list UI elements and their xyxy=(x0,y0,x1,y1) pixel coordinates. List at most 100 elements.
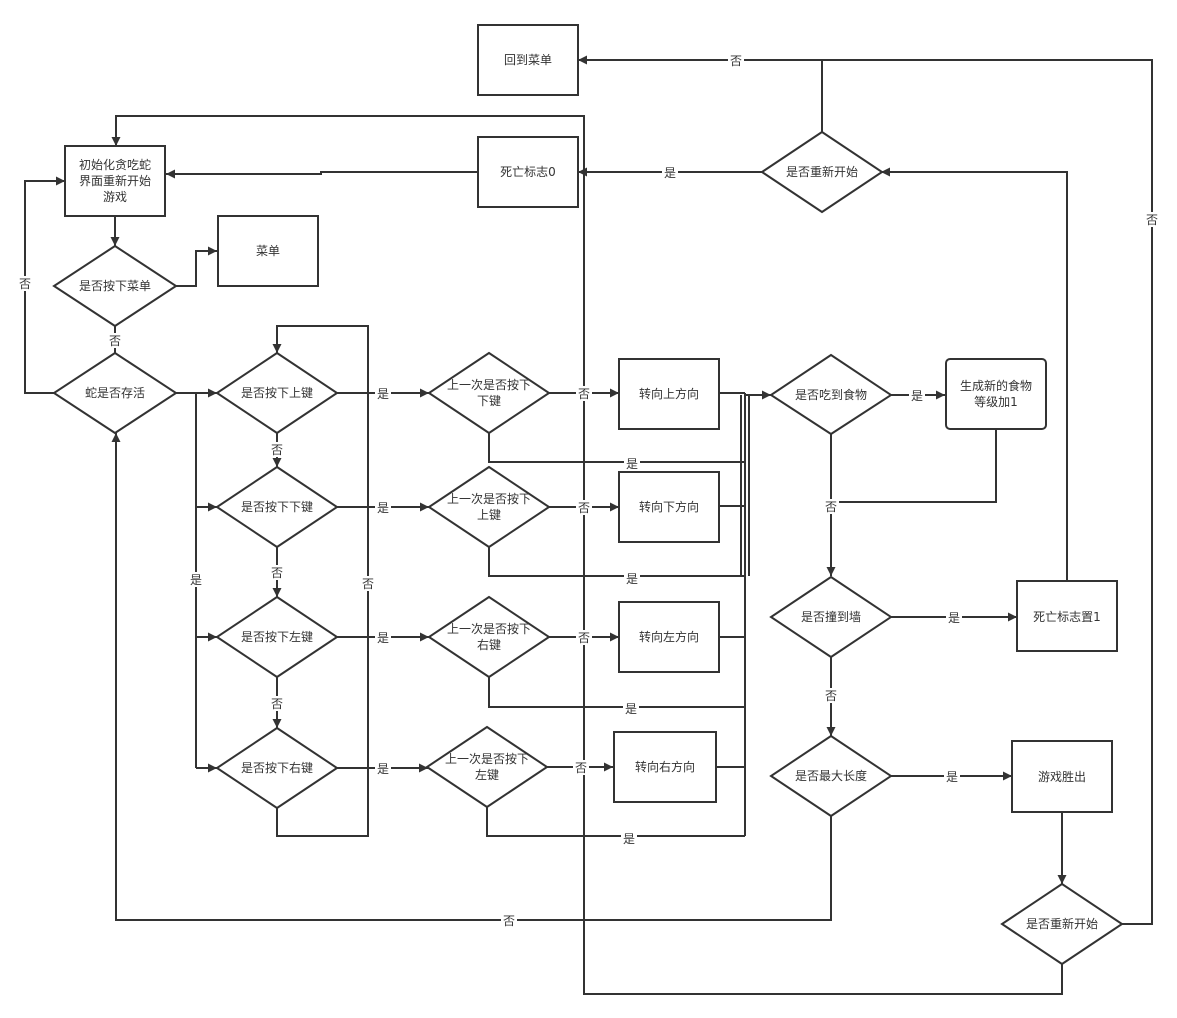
restart-top-label: 是否重新开始 xyxy=(786,164,858,179)
label-last-up-no: 否 xyxy=(576,500,592,515)
game-win-label: 游戏胜出 xyxy=(1038,769,1086,784)
press-left-decision: 是否按下左键 xyxy=(215,595,339,679)
init-game-box: 初始化贪吃蛇 界面重新开始 游戏 xyxy=(64,145,166,217)
menu-label: 菜单 xyxy=(256,244,280,258)
init-label-line-1: 初始化贪吃蛇 xyxy=(79,157,151,172)
init-label-line-2: 界面重新开始 xyxy=(79,173,151,188)
label-down-yes: 是 xyxy=(375,500,391,515)
svg-text:否: 否 xyxy=(1146,213,1158,227)
last-left-label-line-1: 上一次是否按下 xyxy=(445,752,529,766)
svg-text:否: 否 xyxy=(730,54,742,68)
nodes: 回到菜单 初始化贪吃蛇 界面重新开始 游戏 死亡标志0 是否重新开始 是否按下菜… xyxy=(52,24,1124,966)
last-up-label-line-1: 上一次是否按下 xyxy=(447,492,531,506)
svg-text:否: 否 xyxy=(578,501,590,515)
svg-text:是: 是 xyxy=(190,573,202,587)
svg-text:是: 是 xyxy=(625,702,637,716)
last-down-label-line-1: 上一次是否按下 xyxy=(447,378,531,392)
game-win-box: 游戏胜出 xyxy=(1011,740,1113,813)
label-max-no: 否 xyxy=(501,913,517,928)
label-alive-no: 否 xyxy=(17,276,33,291)
last-right-label-line-2: 右键 xyxy=(477,637,501,652)
press-menu-label: 是否按下菜单 xyxy=(79,279,151,293)
svg-text:是: 是 xyxy=(911,389,923,403)
label-wall-yes: 是 xyxy=(946,610,962,625)
press-right-label: 是否按下右键 xyxy=(241,760,313,775)
edge-restart-bottom-no xyxy=(578,55,1153,925)
label-eat-no: 否 xyxy=(823,499,839,514)
hit-wall-label: 是否撞到墙 xyxy=(801,609,861,624)
svg-text:否: 否 xyxy=(362,577,374,591)
edges xyxy=(24,55,1153,995)
label-right-yes: 是 xyxy=(375,761,391,776)
press-up-label: 是否按下上键 xyxy=(241,386,313,400)
svg-text:是: 是 xyxy=(377,387,389,401)
press-down-label: 是否按下下键 xyxy=(241,500,313,514)
last-right-label-line-1: 上一次是否按下 xyxy=(447,622,531,636)
label-wall-no: 否 xyxy=(823,688,839,703)
svg-text:是: 是 xyxy=(946,770,958,784)
turn-down-box: 转向下方向 xyxy=(618,471,720,543)
new-food-box: 生成新的食物 等级加1 xyxy=(945,358,1047,430)
label-restart-top-no: 否 xyxy=(728,53,744,68)
label-max-yes: 是 xyxy=(944,769,960,784)
svg-text:是: 是 xyxy=(664,166,676,180)
svg-text:是: 是 xyxy=(948,611,960,625)
svg-text:否: 否 xyxy=(271,443,283,457)
death-flag-0-box: 死亡标志0 xyxy=(477,136,579,208)
edge-last-down-yes xyxy=(488,433,745,463)
label-left-yes: 是 xyxy=(375,630,391,645)
edge-labels: 否 是 否 否 否 是 否 是 否 是 否 是 否 否 是 是 否 是 是 否 … xyxy=(17,53,1160,928)
svg-text:否: 否 xyxy=(271,697,283,711)
svg-text:否: 否 xyxy=(825,689,837,703)
svg-text:是: 是 xyxy=(626,457,638,471)
back-to-menu-box: 回到菜单 xyxy=(477,24,579,96)
label-last-left-no: 否 xyxy=(573,760,589,775)
max-length-label: 是否最大长度 xyxy=(795,768,867,783)
edge-death-to-restart xyxy=(881,167,1068,581)
eat-food-label: 是否吃到食物 xyxy=(795,387,867,402)
death-flag-1-box: 死亡标志置1 xyxy=(1016,580,1118,652)
edge-restart-bottom-yes xyxy=(111,115,1063,995)
new-food-label-line-2: 等级加1 xyxy=(974,395,1018,409)
turn-up-label: 转向上方向 xyxy=(639,386,699,401)
restart-bottom-label: 是否重新开始 xyxy=(1026,916,1098,931)
svg-text:否: 否 xyxy=(575,761,587,775)
edge-last-right-yes xyxy=(488,677,745,708)
edge-new-food-merge xyxy=(831,429,997,503)
svg-text:是: 是 xyxy=(626,572,638,586)
last-up-decision: 上一次是否按下 上键 xyxy=(427,465,551,549)
svg-text:否: 否 xyxy=(578,387,590,401)
label-last-right-yes: 是 xyxy=(623,701,639,716)
last-up-label-line-2: 上键 xyxy=(477,508,501,522)
svg-text:否: 否 xyxy=(109,334,121,348)
svg-text:是: 是 xyxy=(377,631,389,645)
restart-bottom-decision: 是否重新开始 xyxy=(1000,882,1124,966)
press-left-label: 是否按下左键 xyxy=(241,629,313,644)
snake-alive-decision: 蛇是否存活 xyxy=(52,351,178,435)
label-last-left-yes: 是 xyxy=(621,831,637,846)
edge-max-no xyxy=(111,433,832,921)
label-loop-no: 否 xyxy=(360,576,376,591)
label-last-right-no: 否 xyxy=(576,630,592,645)
restart-top-decision: 是否重新开始 xyxy=(760,130,884,214)
svg-text:否: 否 xyxy=(19,277,31,291)
label-press-up-no: 否 xyxy=(269,442,285,457)
label-last-up-yes: 是 xyxy=(624,571,640,586)
new-food-label-line-1: 生成新的食物 xyxy=(960,378,1032,393)
turn-down-label: 转向下方向 xyxy=(639,499,699,514)
edge-press-menu-to-menu xyxy=(176,246,217,287)
label-restart-bottom-no: 否 xyxy=(1144,212,1160,227)
last-down-decision: 上一次是否按下 下键 xyxy=(427,351,551,435)
press-down-decision: 是否按下下键 xyxy=(215,465,339,549)
label-press-menu-no: 否 xyxy=(107,333,123,348)
init-label-line-3: 游戏 xyxy=(103,190,127,204)
hit-wall-decision: 是否撞到墙 xyxy=(769,575,893,659)
last-right-decision: 上一次是否按下 右键 xyxy=(427,595,551,679)
label-press-down-no: 否 xyxy=(269,565,285,580)
svg-text:是: 是 xyxy=(623,832,635,846)
label-trunk-yes: 是 xyxy=(188,572,204,587)
label-last-down-yes: 是 xyxy=(624,456,640,471)
max-length-decision: 是否最大长度 xyxy=(769,734,893,818)
press-right-decision: 是否按下右键 xyxy=(215,726,339,810)
